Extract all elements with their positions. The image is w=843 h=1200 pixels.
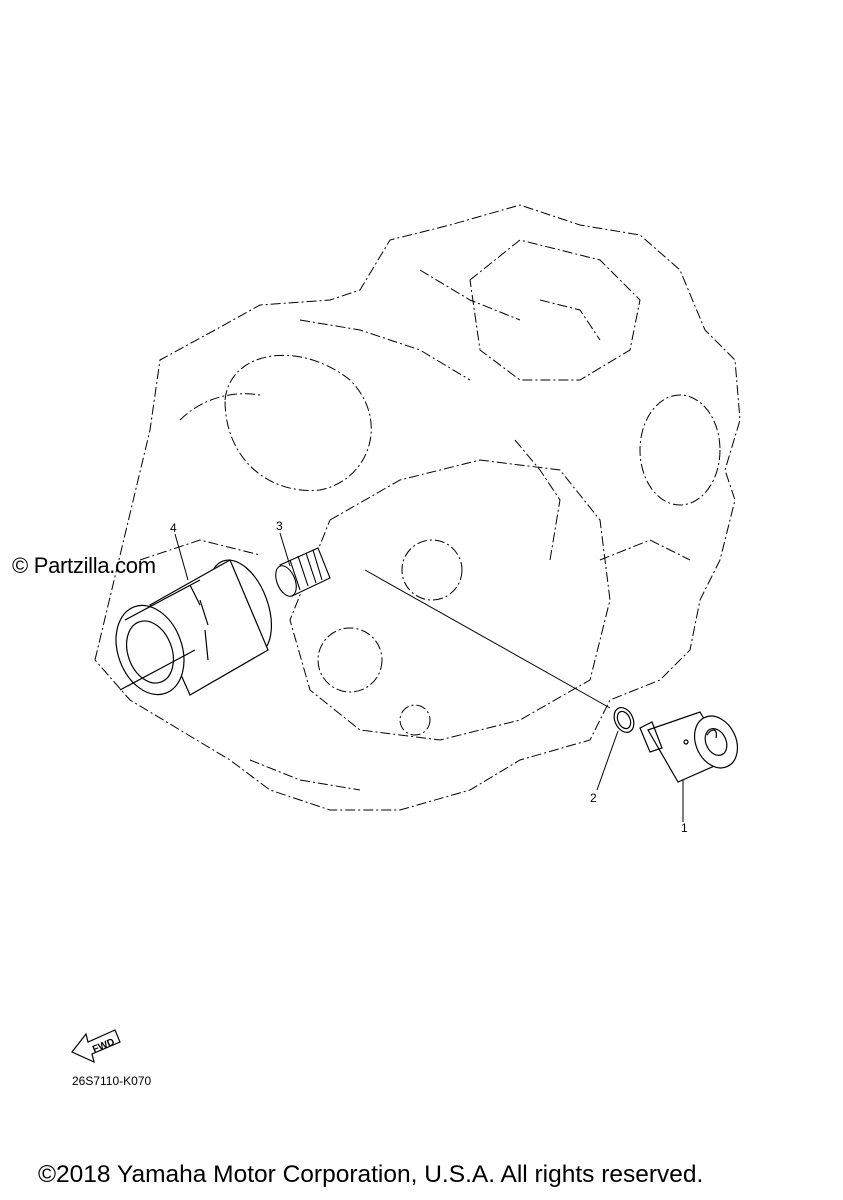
drawing-code: 26S7110-K070 bbox=[72, 1074, 152, 1088]
pressure-switch bbox=[639, 711, 739, 783]
callout-1: 1 bbox=[681, 821, 688, 835]
leader-lines bbox=[174, 532, 684, 822]
callout-3: 3 bbox=[276, 519, 283, 533]
o-ring bbox=[613, 707, 635, 733]
oil-filter bbox=[115, 559, 272, 696]
fwd-arrow-icon: FWD bbox=[71, 1029, 121, 1064]
callout-2: 2 bbox=[590, 791, 597, 805]
watermark: © Partzilla.com bbox=[12, 553, 156, 578]
crankcase-outline bbox=[94, 204, 741, 811]
copyright-notice: ©2018 Yamaha Motor Corporation, U.S.A. A… bbox=[38, 1161, 704, 1188]
callout-4: 4 bbox=[170, 521, 177, 535]
oil-fitting bbox=[275, 547, 331, 597]
